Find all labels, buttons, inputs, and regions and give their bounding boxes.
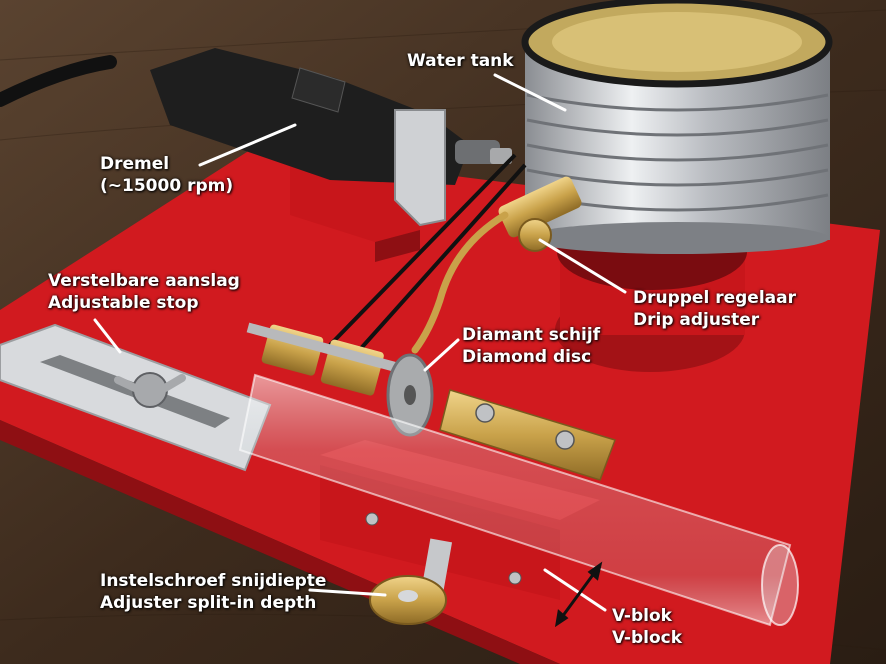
callout-drip: [538, 238, 627, 294]
guide-screw-2: [555, 430, 575, 450]
label-dremel-line1: Dremel: [100, 154, 170, 174]
power-cord: [0, 55, 117, 107]
dremel-support-block: [290, 165, 420, 242]
dremel-label-plate: [291, 67, 346, 113]
label-adjustable-stop: Verstelbare aanslag Adjustable stop: [48, 270, 240, 314]
glass-tube-end: [761, 544, 799, 626]
dremel-clamp-bracket: [394, 109, 446, 227]
diamond-disc-hub: [404, 385, 416, 405]
label-depth-nl: Instelschroef snijdiepte: [100, 571, 327, 591]
dremel-body: [150, 48, 470, 185]
callout-stop: [93, 318, 122, 354]
guide-screw-1: [475, 403, 495, 423]
drip-adjuster-body: [498, 176, 582, 238]
callout-dremel: [198, 123, 297, 167]
dremel-support-shadow: [375, 230, 420, 262]
v-block-screw-2: [508, 571, 522, 585]
callout-water-tank: [493, 73, 567, 112]
label-depth-adjuster: Instelschroef snijdiepte Adjuster split-…: [100, 570, 326, 614]
water-tank-bottom: [525, 222, 829, 254]
drive-belts: [328, 153, 527, 357]
label-dremel-line2: (~15000 rpm): [100, 176, 234, 196]
label-drip-en: Drip adjuster: [633, 310, 760, 330]
label-water-tank: Water tank: [407, 50, 514, 72]
callout-lines: [93, 73, 627, 612]
label-diamond-disc: Diamant schijf Diamond disc: [462, 324, 600, 368]
v-block: [320, 465, 560, 600]
collet: [490, 148, 512, 164]
v-block-motion-arrow: [554, 561, 603, 628]
v-block-screw-1: [365, 512, 379, 526]
label-drip-nl: Druppel regelaar: [633, 288, 796, 308]
label-stop-nl: Verstelbare aanslag: [48, 271, 240, 291]
label-depth-en: Adjuster split-in depth: [100, 593, 317, 613]
label-water-tank-text: Water tank: [407, 51, 514, 71]
label-disc-en: Diamond disc: [462, 347, 592, 367]
drip-tube: [411, 211, 509, 354]
label-dremel: Dremel (~15000 rpm): [100, 153, 233, 197]
label-vblock-nl: V-blok: [612, 606, 672, 626]
label-v-block: V-blok V-block: [612, 605, 682, 649]
callout-vblock: [543, 568, 607, 612]
depth-adjuster-knob-center: [398, 590, 418, 602]
spindle-shaft: [246, 322, 419, 378]
label-vblock-en: V-block: [612, 628, 683, 648]
label-drip-adjuster: Druppel regelaar Drip adjuster: [633, 287, 796, 331]
callout-disc: [423, 338, 460, 372]
drip-adjuster-knob: [518, 218, 552, 252]
callout-depth: [308, 588, 387, 597]
wing-nut-wings: [114, 374, 186, 392]
glass-tube: [238, 373, 792, 627]
dremel-nose: [455, 140, 500, 164]
label-disc-nl: Diamant schijf: [462, 325, 601, 345]
water-tank-inside: [552, 12, 802, 72]
label-stop-en: Adjustable stop: [48, 293, 199, 313]
